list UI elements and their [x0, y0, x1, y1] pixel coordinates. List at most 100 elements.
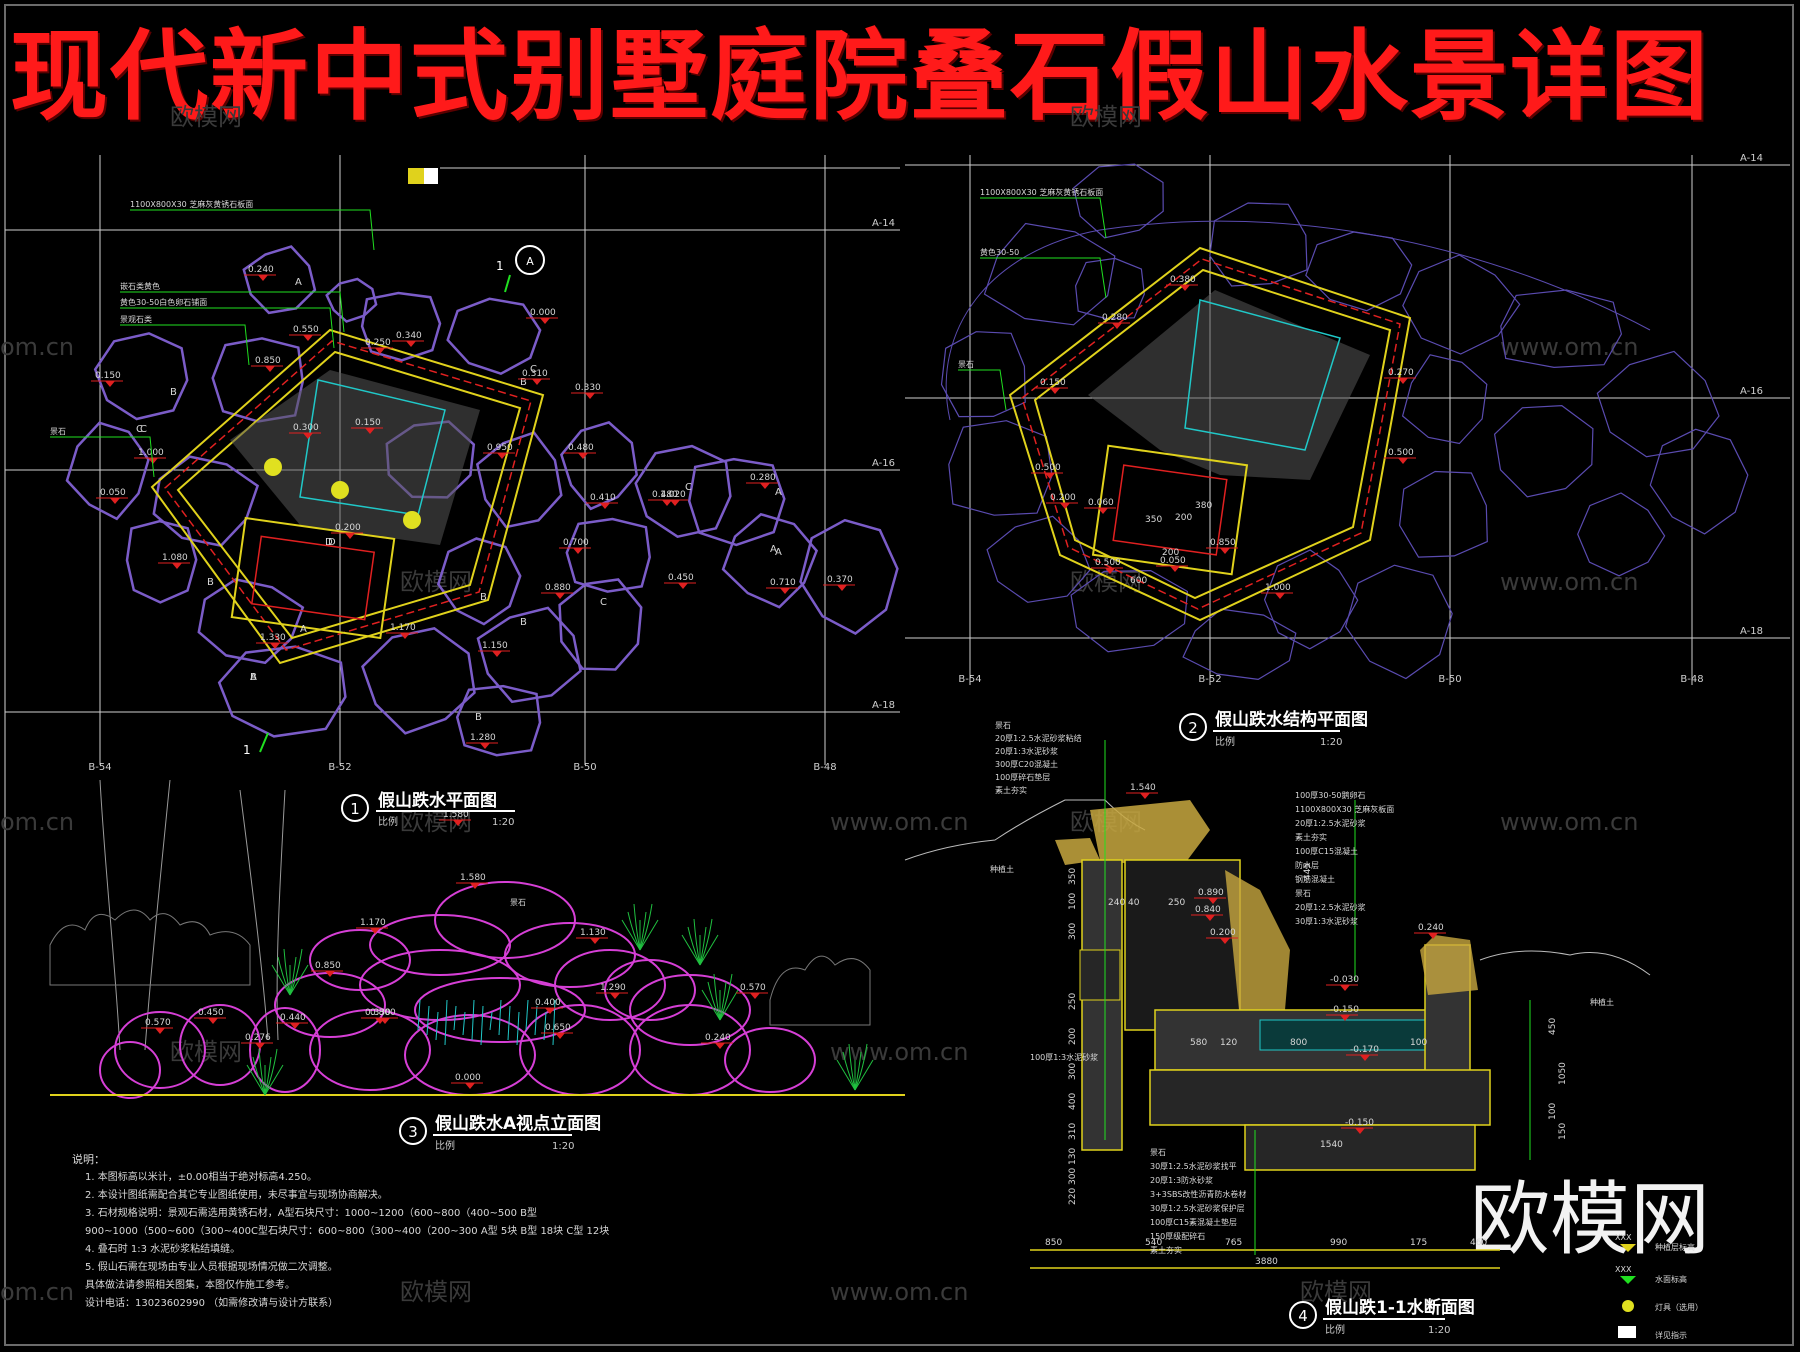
elevation-grass-blade — [277, 956, 291, 996]
elevation-scale-value: 1:20 — [552, 1141, 574, 1152]
plan-rock-letter: B — [207, 577, 214, 588]
plan-section-mark-bottom: 1 — [243, 743, 251, 757]
plan-elevation-mark: 0.200 — [335, 523, 361, 533]
section-vertical-dim: 400 — [1068, 1093, 1078, 1110]
plan-axis-row-label: A-14 — [872, 218, 895, 229]
section-upper-channel — [1124, 859, 1241, 1031]
structure-axis-col-label: B-48 — [1680, 674, 1703, 685]
notes-line: 具体做法请参照相关图集，本图仅作施工参考。 — [85, 1278, 295, 1291]
plan-scale-value: 1:20 — [492, 817, 514, 828]
elevation-water-stroke — [480, 1005, 484, 1046]
legend-text: 详见指示 — [1655, 1330, 1687, 1340]
structure-rock-outline — [1596, 350, 1720, 458]
structure-pool-frame — [1008, 246, 1412, 622]
legend-symbol-text: XXX — [1615, 1233, 1632, 1242]
plan-elevation-mark-triangle — [670, 500, 680, 506]
plan-elevation-mark: 0.240 — [248, 265, 274, 275]
plan-rock-outline — [125, 519, 198, 604]
plan-elevation-mark-triangle — [453, 820, 463, 826]
structure-elevation-mark: 0.500 — [1095, 558, 1121, 568]
watermark-text: www.om.cn — [1500, 333, 1638, 361]
section-top-note: 景石 — [995, 721, 1011, 730]
structure-leader-line — [980, 197, 1107, 239]
elevation-water-stroke — [525, 999, 529, 1031]
elevation-rock-outline — [114, 1011, 206, 1089]
plan-rock-letter: B — [170, 387, 177, 398]
elevation-grass-blade — [854, 1043, 868, 1091]
elevation-grass-blade — [264, 1064, 284, 1096]
structure-rock-outline — [1073, 163, 1164, 239]
section-total-dim: 3880 — [1255, 1257, 1278, 1267]
plan-rock-outline — [565, 517, 651, 593]
elevation-grass-blade — [693, 918, 701, 966]
watermark-text: 欧模网 — [1070, 103, 1142, 131]
section-horizontal-dim: 850 — [1045, 1238, 1062, 1248]
elevation-height-mark-triangle — [290, 1023, 300, 1029]
structure-title-number: 2 — [1188, 719, 1198, 737]
structure-title-number-circle — [1179, 713, 1207, 741]
structure-elevation-mark-triangle — [1112, 323, 1122, 329]
elevation-rock-outline — [519, 1004, 641, 1096]
elevation-grass-blade — [639, 903, 653, 951]
plan-rock-outline — [721, 512, 819, 609]
plan-elevation-mark-triangle — [837, 585, 847, 591]
plan-title-name: 假山跌水平面图 — [378, 790, 497, 811]
structure-axis-row-label: A-18 — [1740, 626, 1763, 637]
plan-elevation-mark-triangle — [406, 341, 416, 347]
shrub-left — [49, 909, 251, 986]
elevation-height-mark: 0.276 — [245, 1033, 271, 1043]
plan-elevation-mark: 0.450 — [668, 573, 694, 583]
legend-light-icon — [1622, 1300, 1634, 1312]
structure-basin-outer — [1091, 444, 1249, 576]
elevation-height-mark: 0.400 — [535, 998, 561, 1008]
section-bottom-note: 素土夯实 — [1150, 1245, 1182, 1255]
structure-scale-label: 比例 — [1215, 735, 1235, 748]
notes-heading: 说明： — [72, 1152, 105, 1166]
plan-rock-letter: A — [250, 672, 257, 683]
elevation-grass-blade — [719, 989, 739, 1021]
plan-note: 景观石类 — [120, 314, 152, 324]
structure-elevation-mark: 0.050 — [1160, 556, 1186, 566]
section-lower-foundation — [1244, 1124, 1476, 1171]
plan-elevation-mark-triangle — [400, 633, 410, 639]
elevation-grass-blade — [621, 919, 641, 951]
plan-rock-outline — [455, 684, 542, 757]
structure-elevation-mark: 0.850 — [1210, 538, 1236, 548]
structure-dim: 350 — [1145, 515, 1162, 525]
elevation-rock-outline — [99, 1041, 161, 1099]
section-top-note: 素土夯实 — [995, 785, 1027, 795]
structure-elevation-mark-triangle — [1220, 548, 1230, 554]
section-bottom-note: 30厚1:2.5水泥砂浆找平 — [1150, 1161, 1237, 1171]
section-top-note: 20厚1:2.5水泥砂浆粘结 — [995, 733, 1082, 743]
plan-elevation-mark-triangle — [555, 593, 565, 599]
plan-elevation-mark-triangle — [760, 483, 770, 489]
structure-elevation-mark: 0.500 — [1388, 448, 1414, 458]
elevation-rock-outline — [434, 881, 576, 959]
section-vertical-dim: 100 — [1548, 1103, 1558, 1120]
elevation-water-stroke — [543, 1011, 547, 1041]
notes-line: 2. 本设计图纸需配合其它专业图纸使用，未尽事宜与现场协商解决。 — [85, 1188, 388, 1201]
structure-rock-outline — [983, 222, 1116, 326]
structure-labels: 0.3800.2800.1500.5000.2700.2000.5000.060… — [958, 187, 1416, 599]
section-level-mark-triangle — [1360, 1055, 1370, 1061]
elevation-title-number-circle — [399, 1117, 427, 1145]
plan-elevation-mark: 0.000 — [530, 308, 556, 318]
elevation-rock-outline — [629, 974, 751, 1046]
section-labels: 景石20厚1:2.5水泥砂浆粘结20厚1:3水泥砂浆300厚C20混凝土100厚… — [990, 721, 1614, 1267]
elevation-grass-blade — [283, 948, 291, 996]
plan-rock-letter: A — [295, 277, 302, 288]
section-foundation — [1149, 1069, 1491, 1126]
structure-rock-outline — [1402, 254, 1521, 355]
structure-rock-outline — [1401, 354, 1488, 445]
plan-rock-outline — [65, 421, 150, 521]
elevation-water-stroke — [453, 1005, 457, 1031]
plan-rock-letter: A — [300, 624, 307, 635]
section-inner-dim: 800 — [1290, 1038, 1307, 1048]
plan-rock-letter: D — [325, 537, 333, 548]
section-title-number-circle — [1289, 1301, 1317, 1329]
plan-elevation-mark-triangle — [578, 453, 588, 459]
section-title-number: 4 — [1298, 1307, 1308, 1325]
page-title: 现代新中式别墅庭院叠石假山水景详图 — [10, 20, 1711, 134]
elevation-grass-blade — [639, 919, 659, 951]
